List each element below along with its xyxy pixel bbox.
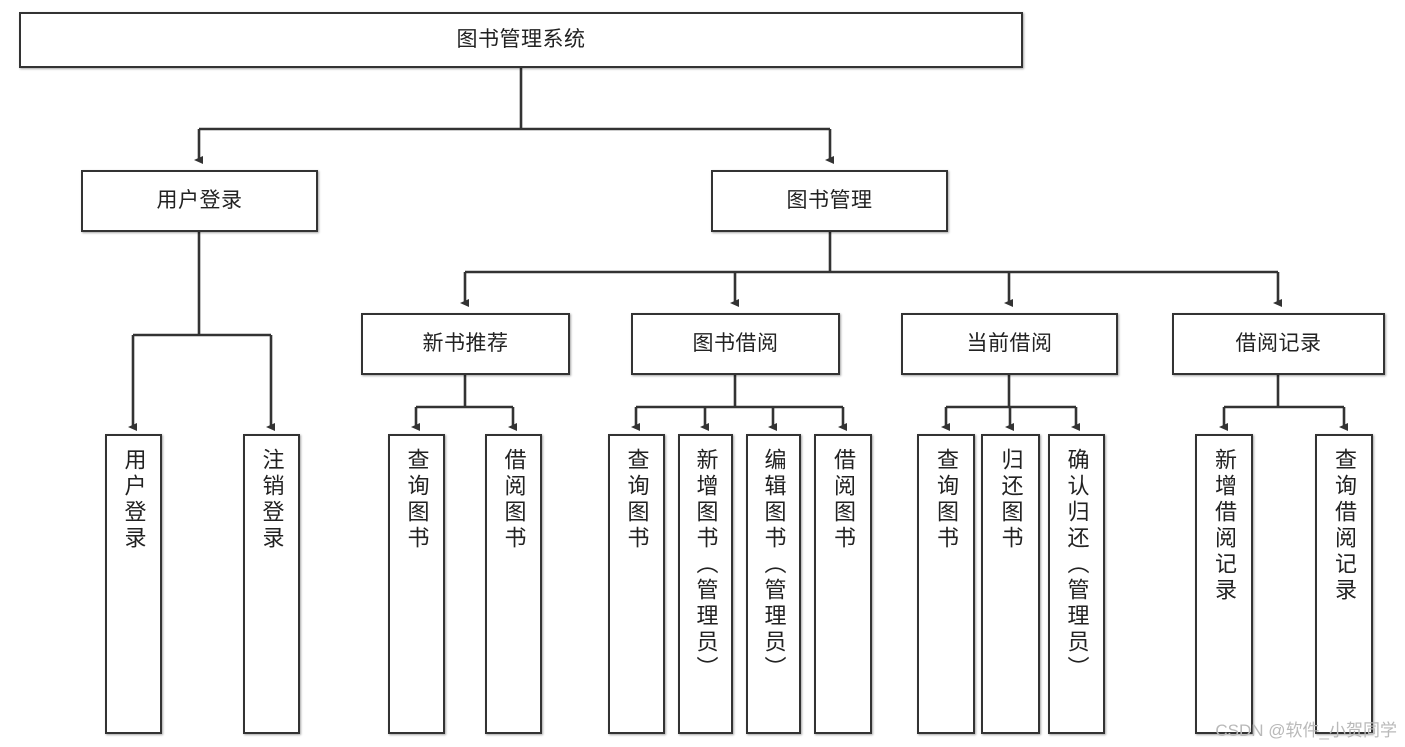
leaf-user-login-logout[interactable]: 注销登录 bbox=[243, 434, 300, 734]
node-book-management-label: 图书管理 bbox=[786, 189, 873, 212]
leaf-new-book-query[interactable]: 查询图书 bbox=[388, 434, 445, 734]
node-root-label: 图书管理系统 bbox=[456, 28, 586, 51]
leaf-borrow-record-query-label: 查询借阅记录 bbox=[1332, 448, 1357, 604]
leaf-borrow-record-add-label: 新增借阅记录 bbox=[1212, 448, 1237, 604]
leaf-book-borrow-edit-label: 编辑图书（管理员） bbox=[761, 448, 787, 682]
node-book-borrow[interactable]: 图书借阅 bbox=[631, 313, 840, 375]
leaf-book-borrow-lend-label: 借阅图书 bbox=[831, 448, 856, 552]
leaf-new-book-borrow-label: 借阅图书 bbox=[501, 448, 527, 552]
node-current-borrow[interactable]: 当前借阅 bbox=[901, 313, 1118, 375]
leaf-book-borrow-query-label: 查询图书 bbox=[624, 448, 650, 552]
leaf-book-borrow-lend[interactable]: 借阅图书 bbox=[814, 434, 872, 734]
leaf-borrow-record-add[interactable]: 新增借阅记录 bbox=[1195, 434, 1253, 734]
leaf-current-borrow-return[interactable]: 归还图书 bbox=[981, 434, 1040, 734]
node-borrow-record[interactable]: 借阅记录 bbox=[1172, 313, 1385, 375]
node-current-borrow-label: 当前借阅 bbox=[966, 332, 1053, 355]
node-new-book-recommend[interactable]: 新书推荐 bbox=[361, 313, 570, 375]
leaf-new-book-query-label: 查询图书 bbox=[404, 448, 430, 552]
leaf-borrow-record-query[interactable]: 查询借阅记录 bbox=[1315, 434, 1373, 734]
leaf-new-book-borrow[interactable]: 借阅图书 bbox=[485, 434, 542, 734]
leaf-book-borrow-add-label: 新增图书（管理员） bbox=[693, 448, 719, 682]
node-root-system[interactable]: 图书管理系统 bbox=[19, 12, 1023, 68]
node-new-book-recommend-label: 新书推荐 bbox=[422, 332, 509, 355]
leaf-current-borrow-query-label: 查询图书 bbox=[934, 448, 959, 552]
leaf-user-login-login-label: 用户登录 bbox=[121, 448, 147, 552]
leaf-user-login-login[interactable]: 用户登录 bbox=[105, 434, 162, 734]
node-book-management[interactable]: 图书管理 bbox=[711, 170, 948, 232]
leaf-current-borrow-query[interactable]: 查询图书 bbox=[917, 434, 975, 734]
node-user-login-label: 用户登录 bbox=[156, 189, 243, 212]
leaf-current-borrow-confirm-return[interactable]: 确认归还（管理员） bbox=[1048, 434, 1105, 734]
leaf-book-borrow-query[interactable]: 查询图书 bbox=[608, 434, 665, 734]
node-borrow-record-label: 借阅记录 bbox=[1235, 332, 1322, 355]
leaf-user-login-logout-label: 注销登录 bbox=[259, 448, 285, 552]
node-user-login[interactable]: 用户登录 bbox=[81, 170, 318, 232]
leaf-current-borrow-confirm-return-label: 确认归还（管理员） bbox=[1064, 448, 1090, 682]
node-book-borrow-label: 图书借阅 bbox=[692, 332, 779, 355]
leaf-book-borrow-add[interactable]: 新增图书（管理员） bbox=[678, 434, 733, 734]
leaf-book-borrow-edit[interactable]: 编辑图书（管理员） bbox=[746, 434, 801, 734]
leaf-current-borrow-return-label: 归还图书 bbox=[998, 448, 1024, 552]
